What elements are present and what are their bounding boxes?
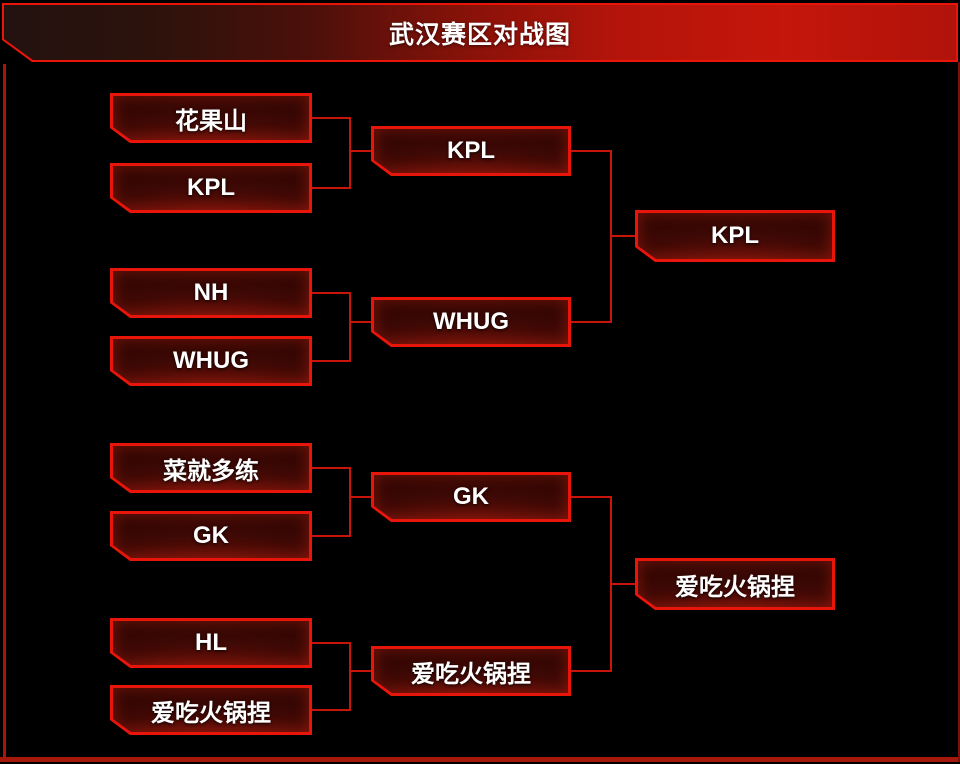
connector-line — [571, 321, 612, 323]
team-label: 爱吃火锅捏 — [675, 573, 795, 601]
team-box-fill: 爱吃火锅捏 — [638, 561, 832, 607]
team-label: KPL — [711, 222, 759, 249]
team-box-round1-1: 花果山 — [110, 93, 312, 143]
team-box-fill: WHUG — [374, 300, 568, 344]
team-box-fill: GK — [113, 514, 309, 558]
connector-line — [312, 467, 351, 469]
team-box-fill: NH — [113, 271, 309, 315]
team-box-fill: WHUG — [113, 339, 309, 383]
team-label: WHUG — [173, 347, 249, 374]
team-box-fill: KPL — [374, 129, 568, 173]
title-banner: 武汉赛区对战图 — [2, 3, 958, 62]
connector-line — [571, 150, 612, 152]
team-label: 花果山 — [175, 107, 247, 135]
connector-line — [349, 642, 351, 711]
connector-line — [349, 670, 371, 672]
connector-line — [349, 321, 371, 323]
team-box-round3-1: KPL — [635, 210, 835, 262]
team-box-fill: GK — [374, 475, 568, 519]
team-box-round2-1: KPL — [371, 126, 571, 176]
connector-line — [571, 670, 612, 672]
team-box-fill: KPL — [113, 166, 309, 210]
team-box-round1-5: 菜就多练 — [110, 443, 312, 493]
team-box-round3-2: 爱吃火锅捏 — [635, 558, 835, 610]
team-label: KPL — [187, 174, 235, 201]
connector-line — [349, 496, 371, 498]
team-box-fill: 爱吃火锅捏 — [374, 649, 568, 693]
team-label: 爱吃火锅捏 — [151, 699, 271, 727]
team-label: 爱吃火锅捏 — [411, 660, 531, 688]
connector-line — [610, 235, 635, 237]
frame-border-bottom — [0, 757, 960, 762]
team-label: HL — [195, 629, 227, 656]
team-box-round1-7: HL — [110, 618, 312, 668]
team-box-fill: HL — [113, 621, 309, 665]
connector-line — [610, 583, 635, 585]
connector-line — [349, 117, 351, 189]
connector-line — [312, 709, 351, 711]
team-box-fill: 爱吃火锅捏 — [113, 688, 309, 732]
team-label: GK — [193, 522, 229, 549]
team-label: NH — [193, 279, 229, 306]
team-label: GK — [453, 483, 489, 510]
connector-line — [349, 467, 351, 537]
connector-line — [312, 187, 351, 189]
team-box-round1-3: NH — [110, 268, 312, 318]
title-banner-fill: 武汉赛区对战图 — [4, 5, 956, 60]
connector-line — [312, 360, 351, 362]
team-box-round1-4: WHUG — [110, 336, 312, 386]
connector-line — [312, 642, 351, 644]
team-label: WHUG — [433, 308, 509, 335]
team-box-round2-3: GK — [371, 472, 571, 522]
connector-line — [312, 117, 351, 119]
frame-border-left — [3, 64, 6, 758]
page-title: 武汉赛区对战图 — [388, 20, 571, 49]
connector-line — [312, 292, 351, 294]
team-label: KPL — [447, 137, 495, 164]
team-box-round1-8: 爱吃火锅捏 — [110, 685, 312, 735]
team-box-fill: KPL — [638, 213, 832, 259]
team-box-round1-6: GK — [110, 511, 312, 561]
team-box-round2-2: WHUG — [371, 297, 571, 347]
team-box-fill: 花果山 — [113, 96, 309, 140]
connector-line — [571, 496, 612, 498]
connector-line — [312, 535, 351, 537]
team-label: 菜就多练 — [163, 457, 259, 485]
team-box-fill: 菜就多练 — [113, 446, 309, 490]
team-box-round1-2: KPL — [110, 163, 312, 213]
connector-line — [349, 292, 351, 362]
connector-line — [349, 150, 371, 152]
team-box-round2-4: 爱吃火锅捏 — [371, 646, 571, 696]
frame-border-right — [958, 62, 960, 762]
